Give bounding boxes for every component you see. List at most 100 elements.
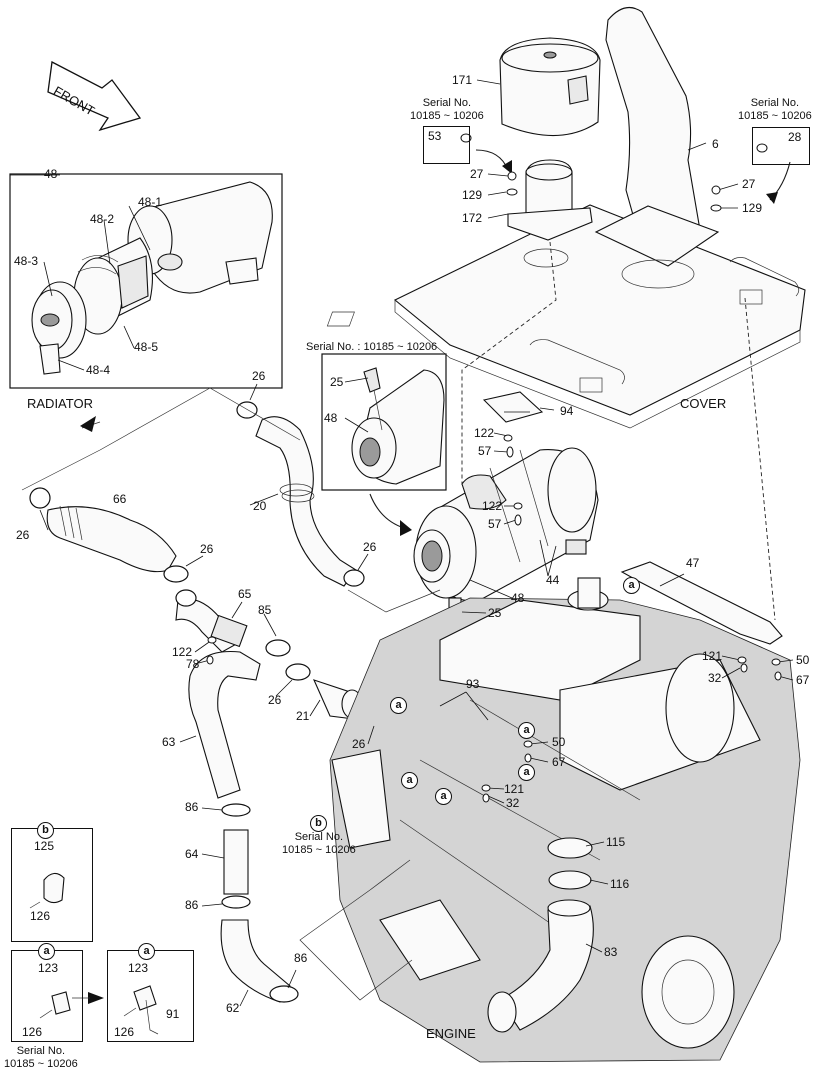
part-number: 122: [474, 426, 495, 440]
callout-a: a: [38, 943, 55, 960]
callout-a: a: [518, 722, 535, 739]
part-number: 50: [552, 735, 566, 749]
part-number: 26: [363, 540, 377, 554]
part-number: 126: [114, 1025, 135, 1039]
bolts-and-washers: [206, 133, 782, 803]
part-number: 94: [560, 404, 574, 418]
part-number: 63: [162, 735, 176, 749]
clamp-115: [547, 837, 593, 859]
part-number: 85: [258, 603, 272, 617]
part-number: 126: [22, 1025, 43, 1039]
part-number: 122: [482, 499, 503, 513]
callout-a: a: [435, 788, 452, 805]
part-number: 27: [470, 167, 484, 181]
radiator-label: RADIATOR: [27, 396, 93, 411]
part-number: 57: [478, 444, 492, 458]
cover-label: COVER: [680, 396, 727, 411]
part-number: 50: [796, 653, 810, 667]
part-number: 48: [44, 167, 58, 181]
air-filter-assembly-detail: [31, 181, 273, 375]
part-number: 48: [511, 591, 525, 605]
part-number: 26: [200, 542, 214, 556]
part-number: 48-4: [86, 363, 111, 377]
part-number: 123: [128, 961, 149, 975]
hose-63: [188, 650, 261, 799]
callout-a: a: [623, 577, 640, 594]
serial-note-b: Serial No. 10185 ~ 10206: [282, 831, 356, 856]
part-number: 20: [253, 499, 267, 513]
part-number: 78: [186, 657, 200, 671]
callout-a: a: [390, 697, 407, 714]
reference-arrows: [72, 149, 791, 1004]
callout-a: a: [138, 943, 155, 960]
hose-20: [255, 416, 357, 587]
callout-a: a: [401, 772, 418, 789]
bracket-47: [620, 561, 783, 645]
part-number: 116: [610, 877, 630, 891]
part-number: 129: [742, 201, 763, 215]
part-number: 115: [606, 835, 626, 849]
callout-a: a: [518, 764, 535, 781]
part-number: 48: [324, 411, 338, 425]
detail-box-serial-middle: [321, 353, 447, 491]
serial-note-middle: Serial No. : 10185 ~ 10206: [306, 341, 438, 353]
part-number: 26: [252, 369, 266, 383]
part-number: 122: [172, 645, 193, 659]
cover-plate: [326, 204, 806, 429]
engine-label: ENGINE: [426, 1026, 476, 1041]
leader-lines: [10, 79, 794, 1007]
part-number: 65: [238, 587, 252, 601]
part-number: 123: [38, 961, 59, 975]
engine-block: [329, 577, 801, 1063]
tube-64: [223, 829, 249, 895]
part-number: 25: [330, 375, 344, 389]
part-number: 66: [113, 492, 127, 506]
part-number: 47: [686, 556, 700, 570]
part-number: 86: [294, 951, 308, 965]
part-number: 57: [488, 517, 502, 531]
part-number: 28: [788, 130, 802, 144]
part-number: 48-3: [14, 254, 39, 268]
part-number: 126: [30, 909, 51, 923]
part-number: 129: [462, 188, 483, 202]
detail-a-clip-old: [39, 991, 71, 1019]
detail-a-clip-new: [123, 985, 159, 1035]
air-cleaner-48: [413, 391, 599, 619]
part-number: 48-1: [138, 195, 163, 209]
part-number: 83: [604, 945, 618, 959]
part-number: 26: [16, 528, 30, 542]
hose-66: [46, 505, 177, 573]
air-cleaner-serial-detail: [351, 367, 445, 485]
gasket-116: [548, 870, 592, 890]
elbow-pipe-83: [487, 899, 594, 1033]
serial-note-right: Serial No. 10185 ~ 10206: [738, 97, 812, 122]
part-number: 32: [708, 671, 722, 685]
part-number: 62: [226, 1001, 240, 1015]
part-number: 21: [296, 709, 310, 723]
part-number: 67: [552, 755, 566, 769]
part-number: 64: [185, 847, 199, 861]
part-number: 171: [452, 73, 473, 87]
part-number: 86: [185, 898, 199, 912]
hose-62: [220, 919, 291, 1003]
serial-box-53: [423, 126, 470, 164]
part-number: 32: [506, 796, 520, 810]
part-number: 26: [268, 693, 282, 707]
part-number: 44: [546, 573, 560, 587]
part-number: 125: [34, 839, 55, 853]
part-number: 172: [462, 211, 483, 225]
part-number: 53: [428, 129, 442, 143]
part-number: 25: [488, 606, 502, 620]
serial-box-28: [752, 127, 810, 165]
part-number: 26: [352, 737, 366, 751]
part-number: 48-5: [134, 340, 159, 354]
serial-note-bottom: Serial No. 10185 ~ 10206: [4, 1045, 78, 1070]
exhaust-pipe-6: [594, 6, 720, 289]
part-number: 86: [185, 800, 199, 814]
precleaner-171: [499, 37, 601, 268]
detail-box-48: [9, 173, 283, 389]
front-arrow-icon: [47, 60, 142, 132]
part-number: 6: [712, 137, 719, 151]
